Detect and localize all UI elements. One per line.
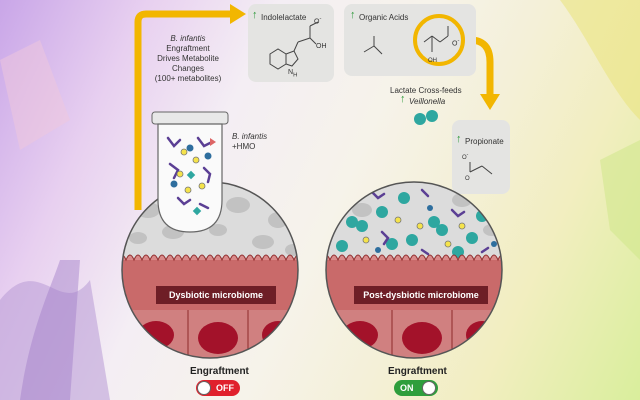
- post-dysbiotic-label-bar: [354, 286, 488, 304]
- organic-acids-panel: ↑ Organic Acids O- OH: [344, 4, 476, 76]
- lactate-highlight-ring: [413, 14, 465, 66]
- organic-acids-structures-icon: [363, 14, 465, 66]
- engraftment-line-3: Changes: [171, 64, 205, 73]
- post-dysbiotic-label: Post-dysbiotic microbiome: [363, 290, 479, 300]
- propionate-o: O: [465, 176, 470, 182]
- lactate-arrowhead: [480, 94, 500, 110]
- indolelactate-nh: NH: [288, 68, 297, 80]
- propionate-o-minus: O-: [462, 150, 468, 163]
- on-label: ON: [400, 383, 414, 393]
- veillonella-label: Veillonella: [409, 97, 446, 106]
- o-label: O: [452, 40, 458, 48]
- engraftment-note: B. infantis Engraftment Drives Metabolit…: [142, 34, 234, 84]
- engraftment-off-toggle[interactable]: OFF: [196, 380, 240, 396]
- veillonella-cells-icon: [414, 110, 438, 125]
- indolelactate-structure-icon: [269, 21, 319, 70]
- engraftment-title-right: Engraftment: [388, 366, 447, 377]
- toggle-knob: [422, 381, 436, 395]
- up-arrow-icon: ↑: [252, 9, 258, 21]
- minus-label: -: [466, 152, 469, 158]
- o-label: O: [462, 155, 467, 161]
- engraftment-line-4: (100+ metabolites): [154, 74, 222, 83]
- indolelactate-oh: OH: [316, 43, 327, 50]
- engraftment-arrow: [134, 10, 232, 210]
- minus-label: -: [319, 16, 322, 22]
- indolelactate-label: Indolelactate: [261, 13, 307, 22]
- organic-acids-label: Organic Acids: [359, 13, 409, 22]
- h-label: H: [293, 72, 298, 79]
- toggle-knob: [197, 381, 211, 395]
- engraftment-on-toggle[interactable]: ON: [394, 380, 438, 396]
- up-arrow-icon: ↑: [350, 9, 356, 21]
- engraftment-title-left: Engraftment: [190, 366, 249, 377]
- up-arrow-icon: ↑: [456, 133, 462, 145]
- o-label: O: [314, 18, 320, 26]
- propionate-panel: ↑ Propionate O- O: [452, 120, 510, 194]
- lactate-crossfeeds-label: Lactate Cross-feeds: [390, 86, 462, 95]
- post-dysbiotic-gut-section: [325, 181, 503, 359]
- lactate-o-minus: O-: [452, 36, 459, 49]
- minus-label: -: [457, 38, 460, 44]
- engraftment-organism: B. infantis: [170, 34, 206, 43]
- test-tube-icon: [151, 111, 229, 233]
- off-label: OFF: [216, 383, 234, 393]
- propionate-label: Propionate: [465, 137, 504, 146]
- tube-organism-label: B. infantis: [232, 132, 268, 141]
- dysbiotic-label: Dysbiotic microbiome: [168, 290, 264, 300]
- dysbiotic-label-bar: [156, 286, 276, 304]
- lactate-oh: OH: [428, 58, 437, 64]
- n-label: N: [288, 69, 294, 76]
- propionate-structure-icon: [469, 162, 493, 175]
- engraftment-line-1: Engraftment: [166, 44, 210, 53]
- tube-hmo-label: +HMO: [232, 142, 256, 151]
- engraftment-line-2: Drives Metabolite: [157, 54, 219, 63]
- up-arrow-icon: ↑: [400, 93, 406, 105]
- indolelactate-panel: ↑ Indolelactate O- OH NH: [248, 4, 334, 82]
- indolelactate-o-minus: O-: [314, 14, 321, 27]
- engraftment-arrowhead: [230, 4, 246, 24]
